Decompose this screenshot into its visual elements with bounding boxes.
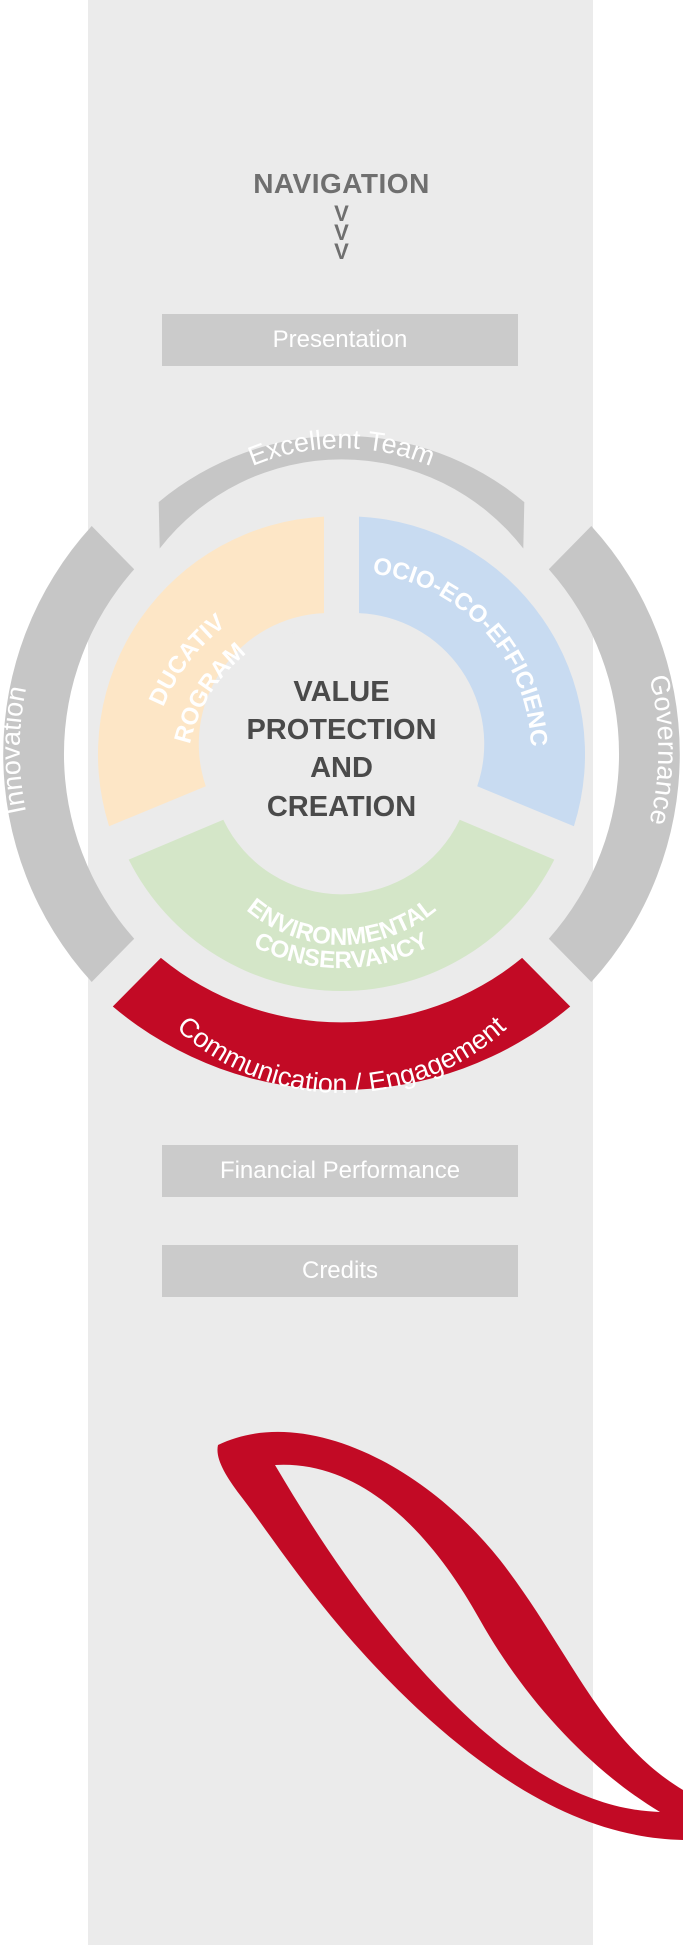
center-label: VALUE PROTECTION AND CREATION <box>246 676 436 823</box>
educative-programs-segment[interactable] <box>97 516 324 827</box>
inner-ring <box>97 516 586 992</box>
center-line-4: CREATION <box>267 791 416 823</box>
chevron-down-icon: V <box>334 201 349 226</box>
leaf-outline <box>217 1431 683 1840</box>
financial-performance-button[interactable]: Financial Performance <box>162 1145 518 1197</box>
credits-button[interactable]: Credits <box>162 1245 518 1297</box>
center-line-2: PROTECTION <box>246 714 436 746</box>
excellent-team-segment[interactable] <box>158 435 525 549</box>
center-disc <box>211 624 472 884</box>
navigation-title: NAVIGATION <box>253 168 430 199</box>
excellent-team-label: Excellent Team <box>244 424 439 471</box>
socio-eco-efficiency-segment[interactable] <box>359 516 586 827</box>
environmental-conservancy-segment[interactable] <box>128 819 555 992</box>
center-line-3: AND <box>310 752 373 784</box>
governance-segment[interactable] <box>548 526 680 982</box>
value-creation-diagram: VALUE PROTECTION AND CREATION Excellent … <box>0 400 682 1099</box>
communication-engagement-segment[interactable] <box>112 957 571 1090</box>
outer-ring <box>3 435 680 1090</box>
presentation-button[interactable]: Presentation <box>162 314 518 366</box>
innovation-segment[interactable] <box>3 526 135 982</box>
chevron-down-icon: V <box>334 239 349 264</box>
triple-chevron-down-icon: V V V <box>0 201 683 264</box>
chevron-down-icon: V <box>334 220 349 245</box>
red-leaf-outline-icon <box>217 1431 683 1840</box>
center-line-1: VALUE <box>293 676 389 708</box>
